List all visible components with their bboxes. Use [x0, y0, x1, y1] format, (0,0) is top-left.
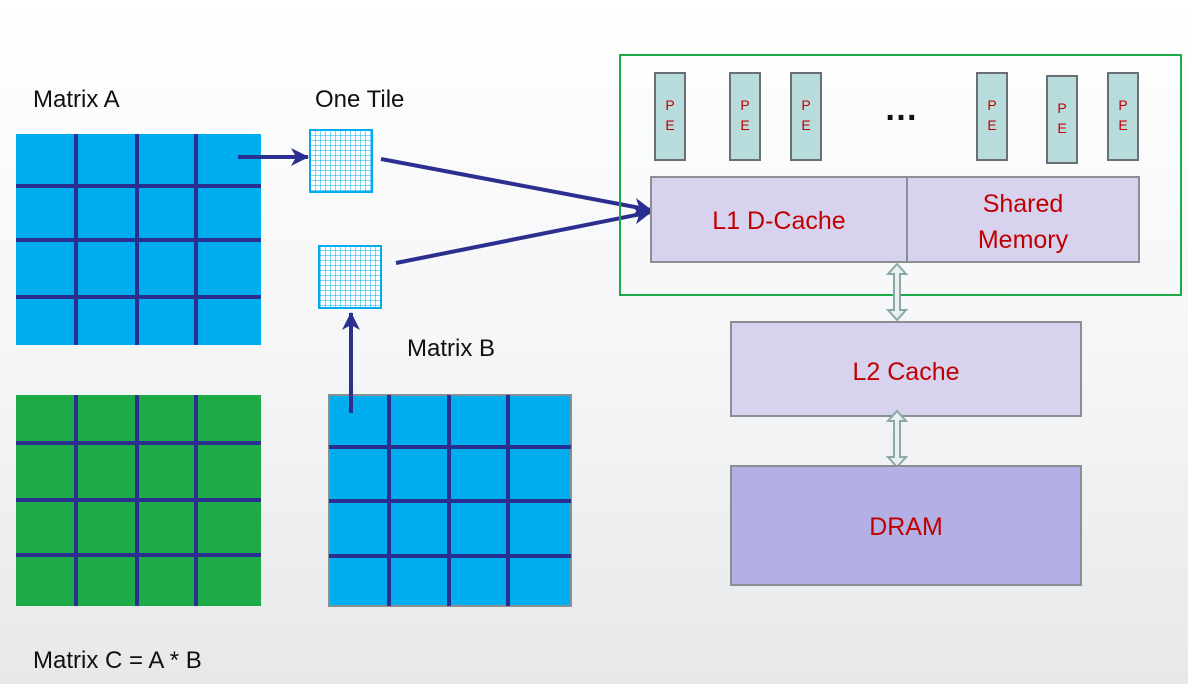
pe-3: P E — [790, 72, 822, 161]
dram-box: DRAM — [730, 465, 1082, 586]
pe-6: P E — [1107, 72, 1139, 161]
matrix-c-label: Matrix C = A * B — [33, 647, 202, 674]
svg-text:E: E — [665, 117, 674, 133]
matrix-a-label: Matrix A — [33, 86, 120, 113]
pe-4: P E — [976, 72, 1008, 161]
matrix-a — [16, 134, 261, 345]
shared-memory-box: Shared Memory — [906, 176, 1140, 263]
arrow-tile-a-to-l1 — [380, 157, 652, 216]
svg-text:E: E — [801, 117, 810, 133]
svg-text:E: E — [740, 117, 749, 133]
matrix-b-label: Matrix B — [407, 335, 496, 362]
svg-text:P: P — [665, 97, 674, 113]
matrix-b — [328, 394, 572, 607]
l1-l2-double-arrow — [885, 262, 909, 322]
pe-ellipsis: … — [884, 90, 918, 128]
svg-text:P: P — [1118, 97, 1127, 113]
l2-cache-box: L2 Cache — [730, 321, 1082, 417]
l1-dcache-box: L1 D-Cache — [650, 176, 908, 263]
svg-text:P: P — [987, 97, 996, 113]
svg-text:P: P — [801, 97, 810, 113]
svg-text:P: P — [1057, 100, 1066, 116]
pe-1: P E — [654, 72, 686, 161]
matrix-c — [16, 395, 261, 606]
svg-text:E: E — [1118, 117, 1127, 133]
arrow-tile-b-to-l1 — [395, 206, 652, 265]
svg-text:E: E — [987, 117, 996, 133]
pe-5: P E — [1046, 75, 1078, 164]
svg-text:E: E — [1057, 120, 1066, 136]
one-tile-label: One Tile — [315, 86, 405, 113]
svg-text:L2 Cache: L2 Cache — [852, 358, 959, 386]
tile-b — [318, 245, 382, 309]
pe-2: P E — [729, 72, 761, 161]
tile-a — [309, 129, 373, 193]
svg-text:Shared: Shared — [983, 190, 1064, 218]
l2-dram-double-arrow — [885, 409, 909, 469]
svg-text:L1 D-Cache: L1 D-Cache — [712, 207, 845, 235]
svg-text:DRAM: DRAM — [869, 513, 943, 541]
svg-text:P: P — [740, 97, 749, 113]
svg-text:Memory: Memory — [978, 226, 1069, 254]
